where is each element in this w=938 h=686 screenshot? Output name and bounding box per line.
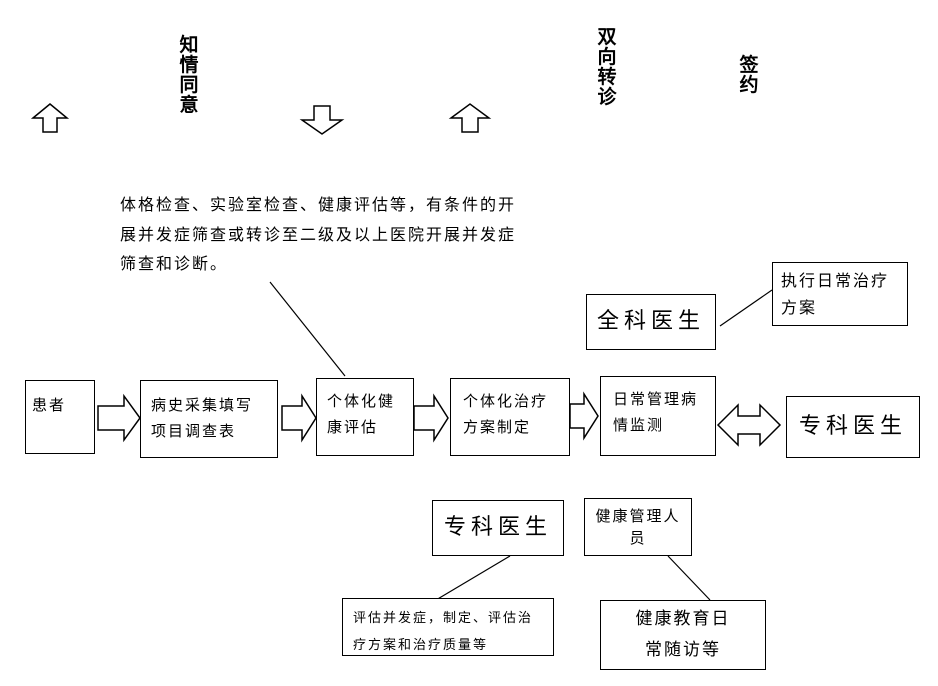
- note-connector: [269, 281, 346, 377]
- examination-note: 体格检查、实验室检查、健康评估等，有条件的开展并发症筛查或转诊至二级及以上医院开…: [120, 195, 517, 274]
- patient-box: 患者: [25, 380, 95, 454]
- gp-task-text: 执行日常治疗方案: [781, 271, 890, 318]
- specialist-right-box: 专科医生: [786, 396, 920, 458]
- right-arrow-icon: [569, 391, 599, 441]
- gp-connector: [719, 289, 773, 327]
- treatment-plan-box: 个体化治疗方案制定: [450, 378, 570, 456]
- right-arrow-icon: [413, 393, 449, 443]
- patient-label: 患者: [32, 396, 67, 414]
- sign-contract-label: 签约: [739, 54, 759, 96]
- health-manager-label: 健康管理人员: [595, 506, 681, 548]
- history-collection-label: 病史采集填写项目调查表: [151, 396, 254, 440]
- up-arrow-icon: [448, 103, 492, 133]
- specialist-bottom-box: 专科医生: [432, 500, 564, 556]
- health-assessment-box: 个体化健康评估: [316, 378, 414, 456]
- health-assessment-label: 个体化健康评估: [327, 392, 396, 436]
- health-manager-box: 健康管理人员: [584, 498, 692, 556]
- specialist-connector: [435, 555, 511, 601]
- down-arrow-icon: [299, 105, 345, 135]
- gp-task-box: 执行日常治疗方案: [772, 262, 908, 326]
- two-way-referral-label: 双向转诊: [597, 26, 617, 108]
- specialist-right-label: 专科医生: [798, 414, 907, 440]
- history-collection-box: 病史采集填写项目调查表: [140, 380, 278, 458]
- right-arrow-icon: [281, 393, 317, 443]
- specialist-bottom-label: 专科医生: [443, 515, 552, 541]
- general-practitioner-label: 全科医生: [596, 309, 705, 335]
- informed-consent-label: 知情同意: [179, 34, 199, 116]
- right-arrow-icon: [97, 393, 141, 443]
- manager-connector: [667, 555, 711, 601]
- double-arrow-icon: [716, 403, 782, 447]
- treatment-plan-label: 个体化治疗方案制定: [463, 392, 549, 436]
- manager-task-text: 健康教育日常随访等: [635, 609, 731, 660]
- general-practitioner-box: 全科医生: [586, 294, 716, 350]
- specialist-task-box: 评估并发症，制定、评估治疗方案和治疗质量等: [342, 598, 554, 656]
- up-arrow-icon: [30, 103, 70, 133]
- daily-management-box: 日常管理病情监测: [600, 376, 716, 456]
- manager-task-box: 健康教育日常随访等: [600, 600, 766, 670]
- daily-management-label: 日常管理病情监测: [613, 390, 699, 434]
- specialist-task-text: 评估并发症，制定、评估治疗方案和治疗质量等: [353, 611, 534, 654]
